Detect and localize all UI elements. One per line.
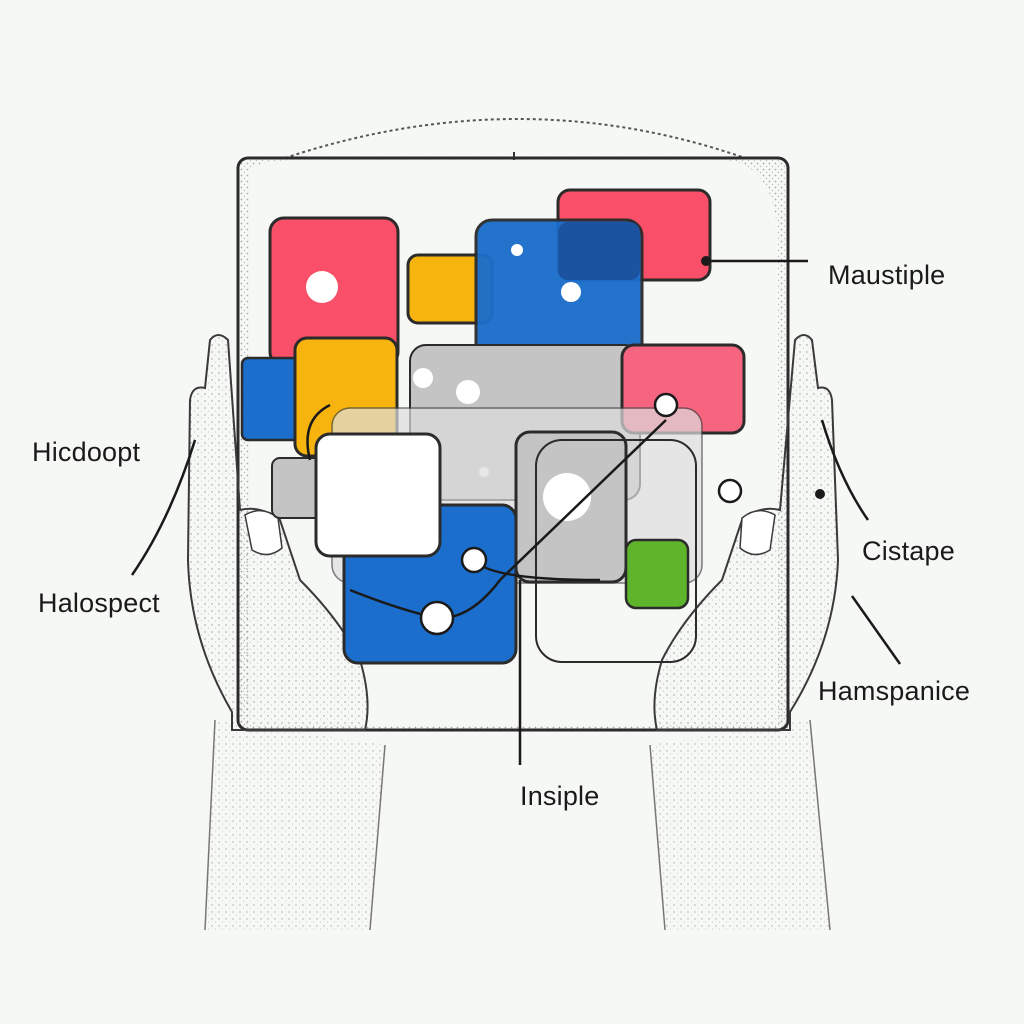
outline-only-card	[535, 439, 697, 663]
overlap-dark-blue	[558, 222, 640, 280]
label-hamspanice: Hamspanice	[818, 676, 971, 706]
label-cistape: Cistape	[862, 536, 955, 566]
green-small-card	[624, 538, 690, 610]
node-right-floating	[717, 478, 743, 504]
gray-tall-dot	[543, 473, 591, 521]
top-dotted-arc	[284, 118, 746, 159]
label-hicdoopt: Hicdoopt	[32, 437, 141, 467]
label-maustiple: Maustiple	[828, 260, 946, 290]
gray-card-dot-a	[413, 368, 433, 388]
node-cistape	[815, 489, 825, 499]
label-insiple: Insiple	[520, 781, 600, 811]
white-square-card	[314, 432, 442, 558]
node-center	[460, 546, 488, 574]
blue-card-dot-small	[511, 244, 523, 256]
connector-nodes	[419, 256, 825, 636]
gray-card-dot-b	[456, 380, 480, 404]
node-bottom	[419, 600, 455, 636]
label-halospect: Halospect	[38, 588, 160, 618]
blue-card-dot	[561, 282, 581, 302]
node-maustiple	[701, 256, 711, 266]
shape-cluster	[240, 188, 746, 665]
node-pink	[653, 392, 679, 418]
right-hand	[649, 334, 840, 931]
red-card-dot	[306, 271, 338, 303]
